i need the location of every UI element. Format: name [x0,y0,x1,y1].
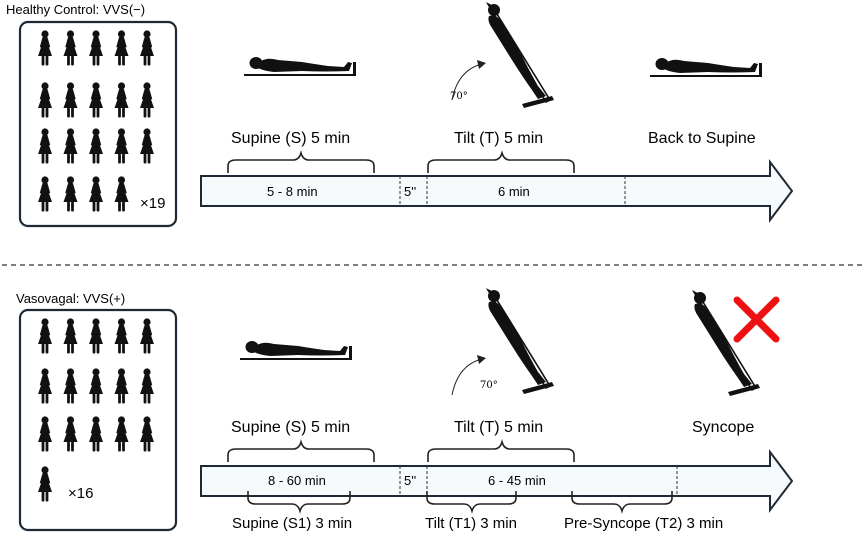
cross-mark-icon [733,296,780,343]
vasovagal-supine-label: Supine (S) 5 min [231,419,350,436]
control-seg-tilt: 6 min [498,184,530,199]
control-group-title: Healthy Control: VVS(−) [6,2,145,17]
brace-supine-bottom [227,439,375,462]
control-seg-gap: 5'' [404,184,416,199]
control-tilt-label: Tilt (T) 5 min [454,130,543,147]
control-timeline-arrow [200,159,794,223]
control-back-label: Back to Supine [648,130,756,147]
brace-tilt-bottom [427,439,575,462]
vasovagal-group-title: Vasovagal: VVS(+) [16,291,125,306]
vasovagal-tilt-label: Tilt (T) 5 min [454,419,543,436]
vasovagal-seg-gap: 5'' [404,473,416,488]
brace-tilt-top [427,150,575,173]
vasovagal-count: ×16 [68,485,93,502]
sub-label-s1: Supine (S1) 3 min [232,515,352,532]
brace-t2 [571,491,673,514]
syncope-body-icon [693,291,761,397]
control-seg-supine: 5 - 8 min [267,184,318,199]
supine-body-icon-return [650,58,762,77]
tilted-body-icon-vvs [487,289,555,395]
angle-label-top: 70° [450,91,468,102]
control-count: ×19 [140,195,165,212]
brace-supine-top [227,150,375,173]
vasovagal-seg-tilt: 6 - 45 min [488,473,546,488]
tilted-body-icon [487,3,555,109]
sub-label-t1: Tilt (T1) 3 min [425,515,517,532]
vasovagal-timeline-arrow [200,449,794,513]
vasovagal-seg-supine: 8 - 60 min [268,473,326,488]
sub-label-t2: Pre-Syncope (T2) 3 min [564,515,723,532]
brace-s1 [247,491,351,514]
control-supine-label: Supine (S) 5 min [231,130,350,147]
vasovagal-syncope-label: Syncope [692,419,754,436]
control-group-box [18,20,178,228]
brace-t1 [426,491,517,514]
angle-label-bottom: 70° [480,380,498,391]
supine-body-icon [244,57,356,76]
supine-body-icon-vvs [240,341,352,360]
